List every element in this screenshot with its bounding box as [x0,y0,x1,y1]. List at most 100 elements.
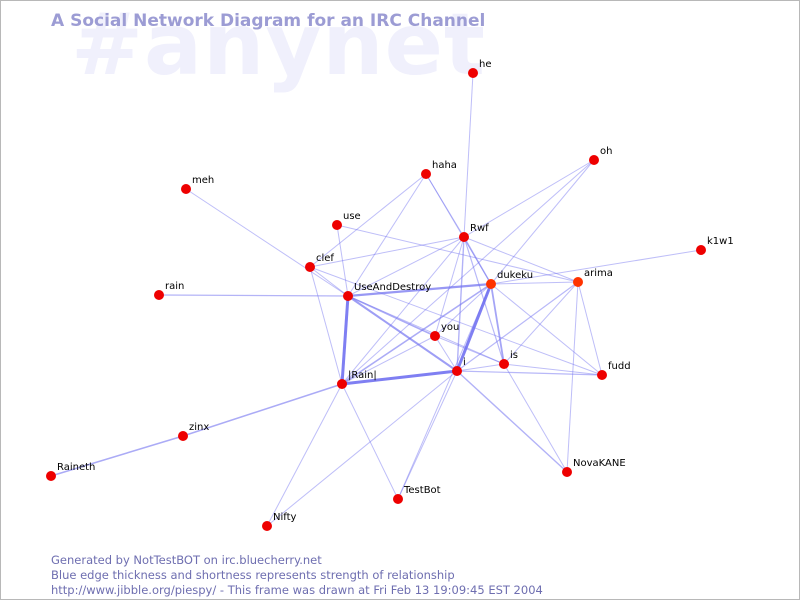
edge-zinx-Raineth [50,435,184,477]
node-k1w1: k1w1 [696,236,734,255]
node-i: i [452,357,466,376]
node-dot [696,245,706,255]
node-label: k1w1 [707,236,734,247]
edge-dukeku-is [490,283,505,365]
node-arima: arima [573,268,613,287]
node-clef: clef [305,253,334,272]
node-dot [589,155,599,165]
node-label: Raineth [57,462,95,473]
edge-Rain-zinx [182,383,343,437]
edge-Rwf-arima [463,236,579,283]
edge-you-Rain [341,335,436,385]
node-label: TestBot [403,485,441,496]
edge-arima-NovaKANE [566,281,579,473]
node-meh: meh [181,175,214,194]
edge-Rwf-i [456,236,465,372]
footer: Generated by NotTestBOT on irc.bluecherr… [51,553,543,598]
edge-UseAndDestroy-i [347,295,458,372]
edge-arima-is [503,281,579,365]
node-TestBot: TestBot [393,485,441,504]
edge-meh-UseAndDestroy [185,188,349,297]
node-label: he [479,59,492,70]
node-label: i [463,357,466,368]
edge-Rwf-you [434,236,465,337]
node-is: is [499,350,518,369]
node-dot [332,220,342,230]
node-Rwf: Rwf [459,223,489,242]
node-Raineth: Raineth [46,462,95,481]
edge-Rwf-Rain [341,236,465,385]
edge-rain-UseAndDestroy [158,294,349,297]
channel-watermark: #anynet [71,0,487,95]
node-label: you [441,322,459,333]
edge-dukeku-TestBot [397,283,492,500]
edge-oh-dukeku [490,159,595,285]
edge-i-fudd [456,370,603,376]
node-label: Nifty [273,512,297,523]
node-dukeku: dukeku [486,270,533,289]
edge-use-UseAndDestroy [336,224,349,297]
edge-layer [50,72,702,527]
edge-dukeku-you [434,283,492,337]
node-he: he [468,59,492,78]
node-label: dukeku [497,270,533,281]
edge-Rwf-UseAndDestroy [347,236,465,297]
edge-Rwf-dukeku [463,236,492,285]
edge-arima-dukeku [490,281,579,285]
node-NovaKANE: NovaKANE [562,458,626,477]
node-dot [573,277,583,287]
edge-haha-dukeku [425,173,492,285]
diagram-title: A Social Network Diagram for an IRC Chan… [51,11,486,31]
node-label: UseAndDestroy [354,282,431,293]
node-label: NovaKANE [573,458,626,469]
edge-i-TestBot [397,370,458,500]
node-label: arima [584,268,613,279]
edge-UseAndDestroy-dukeku [347,282,492,298]
edge-oh-Rain [341,159,595,385]
node-label: meh [192,175,214,186]
node-label: is [510,350,518,361]
edge-UseAndDestroy-Rain [340,295,350,385]
edge-use-arima [336,224,579,283]
edge-Rwf-haha [425,173,465,238]
footer-url-timestamp: http://www.jibble.org/piespy/ - This fra… [51,583,543,597]
node-dot [178,431,188,441]
node-dot [262,521,272,531]
edge-dukeku-fudd [490,283,603,376]
footer-generated-by: Generated by NotTestBOT on irc.bluecherr… [51,553,322,567]
edge-clef-Rain [309,266,343,385]
node-dot [421,169,431,179]
node-dot [154,290,164,300]
node-dot [343,291,353,301]
edge-you-is [434,335,505,365]
node-dot [597,370,607,380]
node-label: clef [316,253,334,264]
node-oh: oh [589,146,612,165]
node-dot [430,331,440,341]
edge-arima-i [456,281,579,372]
node-dot [181,184,191,194]
edge-i-Nifty [266,370,458,527]
node-dot [393,494,403,504]
edge-k1w1-dukeku [490,249,702,285]
node-Rain: |Rain| [337,370,377,389]
edge-UseAndDestroy-is [347,295,505,365]
node-fudd: fudd [597,361,631,380]
node-label: use [343,211,361,222]
footer-legend-note: Blue edge thickness and shortness repres… [51,568,455,582]
node-rain: rain [154,281,184,300]
edge-Rwf-oh [463,159,595,238]
node-label: rain [165,281,184,292]
node-label: fudd [608,361,631,372]
edge-i-is [456,363,505,372]
node-label: |Rain| [348,370,377,381]
node-dot [459,232,469,242]
node-label: Rwf [470,223,489,234]
edge-you-i [434,335,458,372]
edge-Rain-i [341,369,458,386]
edge-clef-fudd [309,266,603,376]
edge-Rwf-clef [309,236,465,268]
edge-haha-clef [309,173,427,268]
